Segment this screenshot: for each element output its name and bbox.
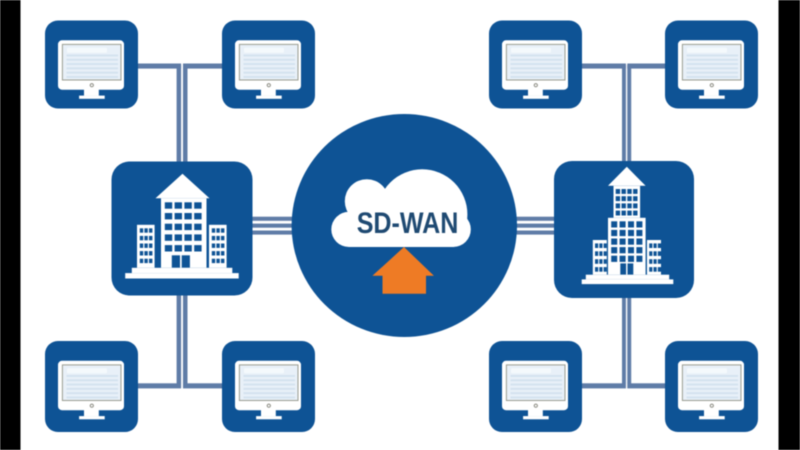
svg-text:SD-WAN: SD-WAN bbox=[357, 206, 459, 239]
